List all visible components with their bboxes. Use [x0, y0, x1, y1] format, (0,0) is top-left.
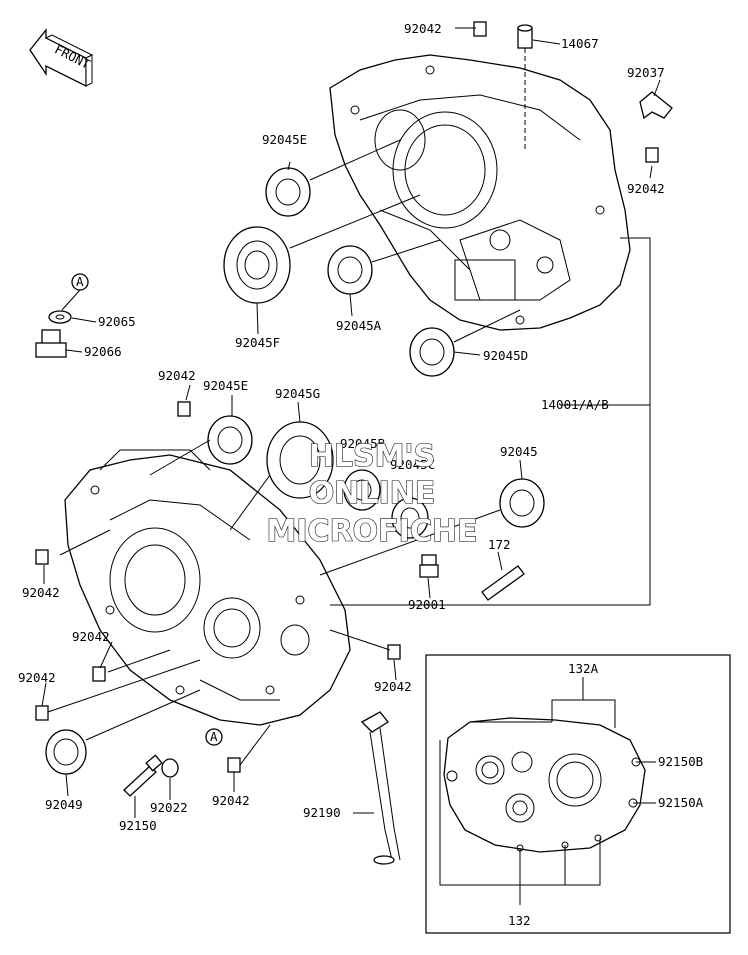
bearing-92045C [391, 497, 429, 539]
label-92049: 92049 [45, 797, 83, 812]
breather-hose-92190 [360, 711, 401, 865]
right-crankcase-half [329, 54, 631, 331]
label-92045E-upper: 92045E [262, 132, 307, 147]
label-92150B: 92150B [658, 754, 703, 769]
watermark-line1: HLSM'S [309, 439, 435, 474]
watermark-line2: ONLINE [309, 476, 436, 511]
label-92042-right: 92042 [627, 181, 665, 196]
bearing-92045F [223, 226, 291, 304]
label-172: 172 [488, 537, 511, 552]
leader-lines [41, 27, 661, 905]
label-92042-bottom: 92042 [212, 793, 250, 808]
label-14067: 14067 [561, 36, 599, 51]
assembly-guides [47, 139, 521, 766]
label-92045A: 92045A [336, 318, 382, 333]
label-92045F: 92045F [235, 335, 280, 350]
stud-172 [481, 565, 525, 601]
oil-seal-92049 [45, 729, 87, 775]
label-92190: 92190 [303, 805, 341, 820]
label-92045E-lower: 92045E [203, 378, 248, 393]
label-92045D: 92045D [483, 348, 528, 363]
left-crankcase-half [64, 449, 351, 726]
label-92042-mid-left: 92042 [22, 585, 60, 600]
bearing-92045 [499, 478, 545, 528]
drain-plug-92066 [35, 329, 67, 358]
label-92065: 92065 [98, 314, 136, 329]
label-92150A: 92150A [658, 795, 704, 810]
label-92045G: 92045G [275, 386, 320, 401]
label-92042-lower-left: 92042 [72, 629, 110, 644]
label-92066: 92066 [84, 344, 122, 359]
ref-marker-a-upper: A [61, 273, 89, 311]
front-arrow-icon: FRONT [29, 28, 94, 88]
collar-92042-right [645, 147, 659, 163]
dowel-pin-14067 [517, 24, 533, 150]
part-labels: 92042 14067 92037 92042 92045E 92045F 92… [18, 21, 704, 928]
bearing-92045D [409, 327, 455, 377]
collar-92042-top [473, 21, 487, 37]
label-92037: 92037 [627, 65, 665, 80]
washer-92022 [161, 758, 179, 778]
bearing-92045E-lower [207, 415, 253, 465]
bearing-92045E-upper [265, 167, 311, 217]
assembled-crankcase [443, 717, 646, 853]
ref-marker-a-lower: A [205, 728, 223, 746]
watermark-line3: MICROFICHE [267, 514, 478, 549]
label-92042-center: 92042 [374, 679, 412, 694]
bracket-92037 [639, 91, 673, 120]
label-92022: 92022 [150, 800, 188, 815]
label-92045B: 92045B [340, 436, 385, 451]
ref-marker-text-lower: A [210, 729, 218, 744]
label-92045: 92045 [500, 444, 538, 459]
label-92001: 92001 [408, 597, 446, 612]
collar-92042-left-top [177, 401, 191, 417]
plug-92001 [419, 554, 439, 578]
label-132A: 132A [568, 661, 599, 676]
label-14001: 14001/A/B [541, 397, 609, 412]
ref-marker-text: A [76, 274, 84, 289]
collar-92042-lower-left [92, 666, 106, 682]
label-92150: 92150 [119, 818, 157, 833]
bearing-92045A [327, 245, 373, 295]
label-92042-top: 92042 [404, 21, 442, 36]
bolt-92150 [123, 754, 163, 797]
collar-92042-mid-left [35, 549, 49, 565]
bearing-92045B [343, 469, 381, 511]
label-132: 132 [508, 913, 531, 928]
collar-92042-bottom-left [35, 705, 49, 721]
label-92042-bottom-left: 92042 [18, 670, 56, 685]
collar-92042-bottom [227, 757, 241, 773]
watermark: HLSM'S ONLINE MICROFICHE [266, 438, 478, 549]
washer-92065 [48, 310, 72, 324]
collar-92042-center [387, 644, 401, 660]
label-92045C: 92045C [390, 457, 435, 472]
label-92042-left-top: 92042 [158, 368, 196, 383]
